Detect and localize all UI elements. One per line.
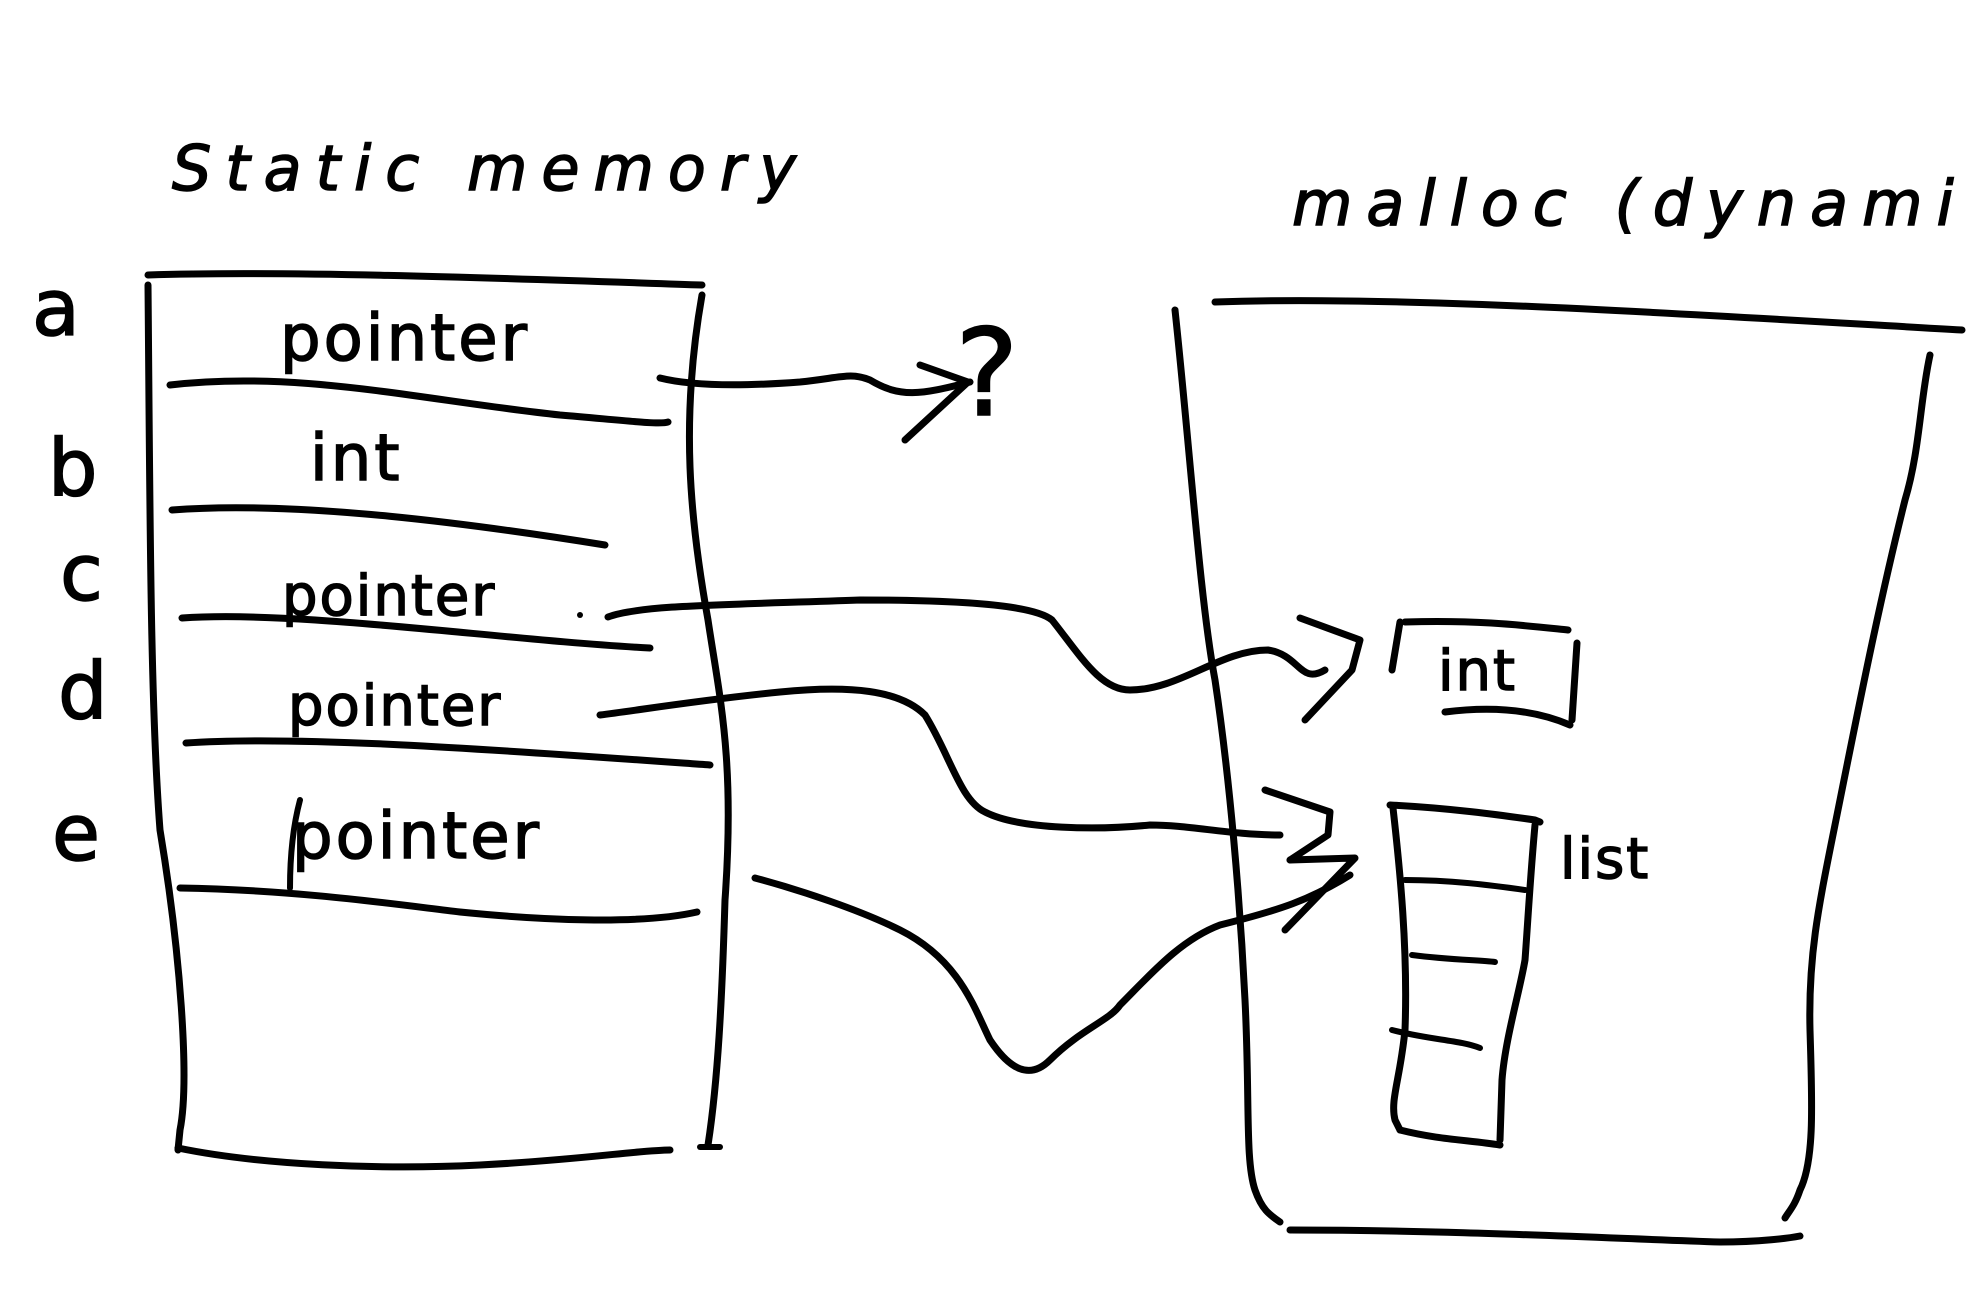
row-label-b: b	[48, 424, 98, 514]
row-label-a: a	[32, 264, 80, 354]
cell-b-text: int	[310, 422, 402, 496]
cell-c-text: pointer	[282, 564, 496, 629]
row-label-e: e	[52, 789, 100, 879]
arrow-c-to-int	[604, 596, 1364, 724]
arrow-e-to-list	[751, 854, 1359, 1074]
cell-d-text: pointer	[288, 674, 502, 739]
cell-a-text: pointer	[280, 302, 530, 376]
arrow-d-to-list	[596, 685, 1334, 864]
dynamic-memory-box	[1171, 297, 1966, 1246]
unknown-target-question: ?	[955, 305, 1019, 444]
row-label-d: d	[58, 647, 108, 737]
cell-e-text: pointer	[292, 800, 542, 874]
heap-int-box	[1388, 618, 1581, 729]
dynamic-memory-title: malloc (dynamic)	[1292, 167, 1968, 240]
heap-list-box	[1386, 801, 1544, 1149]
heap-int-text: int	[1438, 639, 1517, 704]
dot-c	[577, 612, 583, 618]
heap-list-label: list	[1560, 827, 1650, 892]
row-label-c: c	[60, 529, 103, 619]
arrow-a-to-unknown	[656, 361, 974, 444]
static-memory-box	[144, 270, 732, 1171]
static-memory-title: Static memory	[172, 132, 810, 205]
static-memory-dividers	[166, 377, 714, 924]
cell-e-stroke	[287, 797, 303, 891]
